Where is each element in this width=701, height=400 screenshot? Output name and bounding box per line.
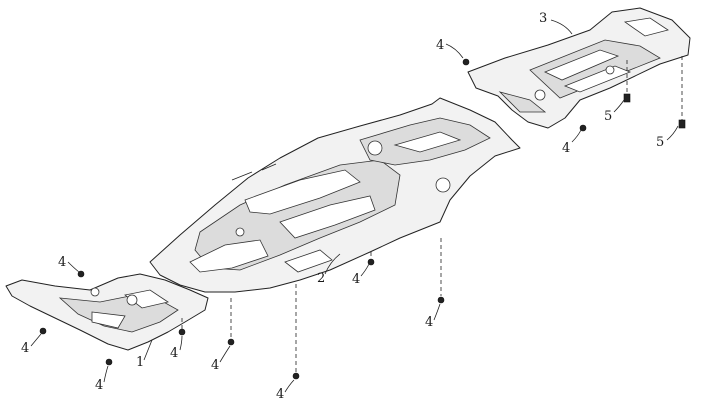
part-3-rear-skid-plate <box>467 7 691 129</box>
callout-leaders <box>30 19 679 393</box>
part-2-center-skid-plate <box>149 97 521 293</box>
bolt-4-c <box>77 270 85 278</box>
callout-4-bottom-center: 4 <box>276 387 284 400</box>
bolt-5-b <box>678 119 686 129</box>
bolt-4-g <box>227 338 235 346</box>
bolt-4-f <box>178 328 186 336</box>
callout-4-front-right: 4 <box>170 346 178 361</box>
callout-4-rear-bracket: 4 <box>562 141 570 156</box>
callout-1: 1 <box>136 355 144 370</box>
callout-labels: 3 4 4 5 5 2 4 4 4 1 4 4 4 4 4 <box>21 11 664 400</box>
callout-4-center: 4 <box>352 272 360 287</box>
bolt-4-j <box>437 296 445 304</box>
callout-5-right: 5 <box>656 135 664 150</box>
callout-5-left: 5 <box>604 109 612 124</box>
callout-2: 2 <box>317 271 325 286</box>
part-1-front-skid-plate <box>5 273 209 351</box>
bolt-4-a <box>462 58 470 66</box>
callout-3: 3 <box>539 11 547 26</box>
bolts <box>39 58 686 380</box>
callout-4-front-left: 4 <box>21 341 29 356</box>
callout-4-bottom-left: 4 <box>95 378 103 393</box>
assembly-lines <box>181 56 683 372</box>
bolt-4-b <box>579 124 587 132</box>
bolt-4-h <box>292 372 300 380</box>
callout-4-front-top: 4 <box>58 255 66 270</box>
callout-4-mid-left: 4 <box>211 358 219 373</box>
bolt-4-e <box>105 358 113 366</box>
callout-4-top: 4 <box>436 38 444 53</box>
bolt-4-d <box>39 327 47 335</box>
bolt-5-a <box>623 93 631 103</box>
callout-4-mid-right: 4 <box>425 315 433 330</box>
